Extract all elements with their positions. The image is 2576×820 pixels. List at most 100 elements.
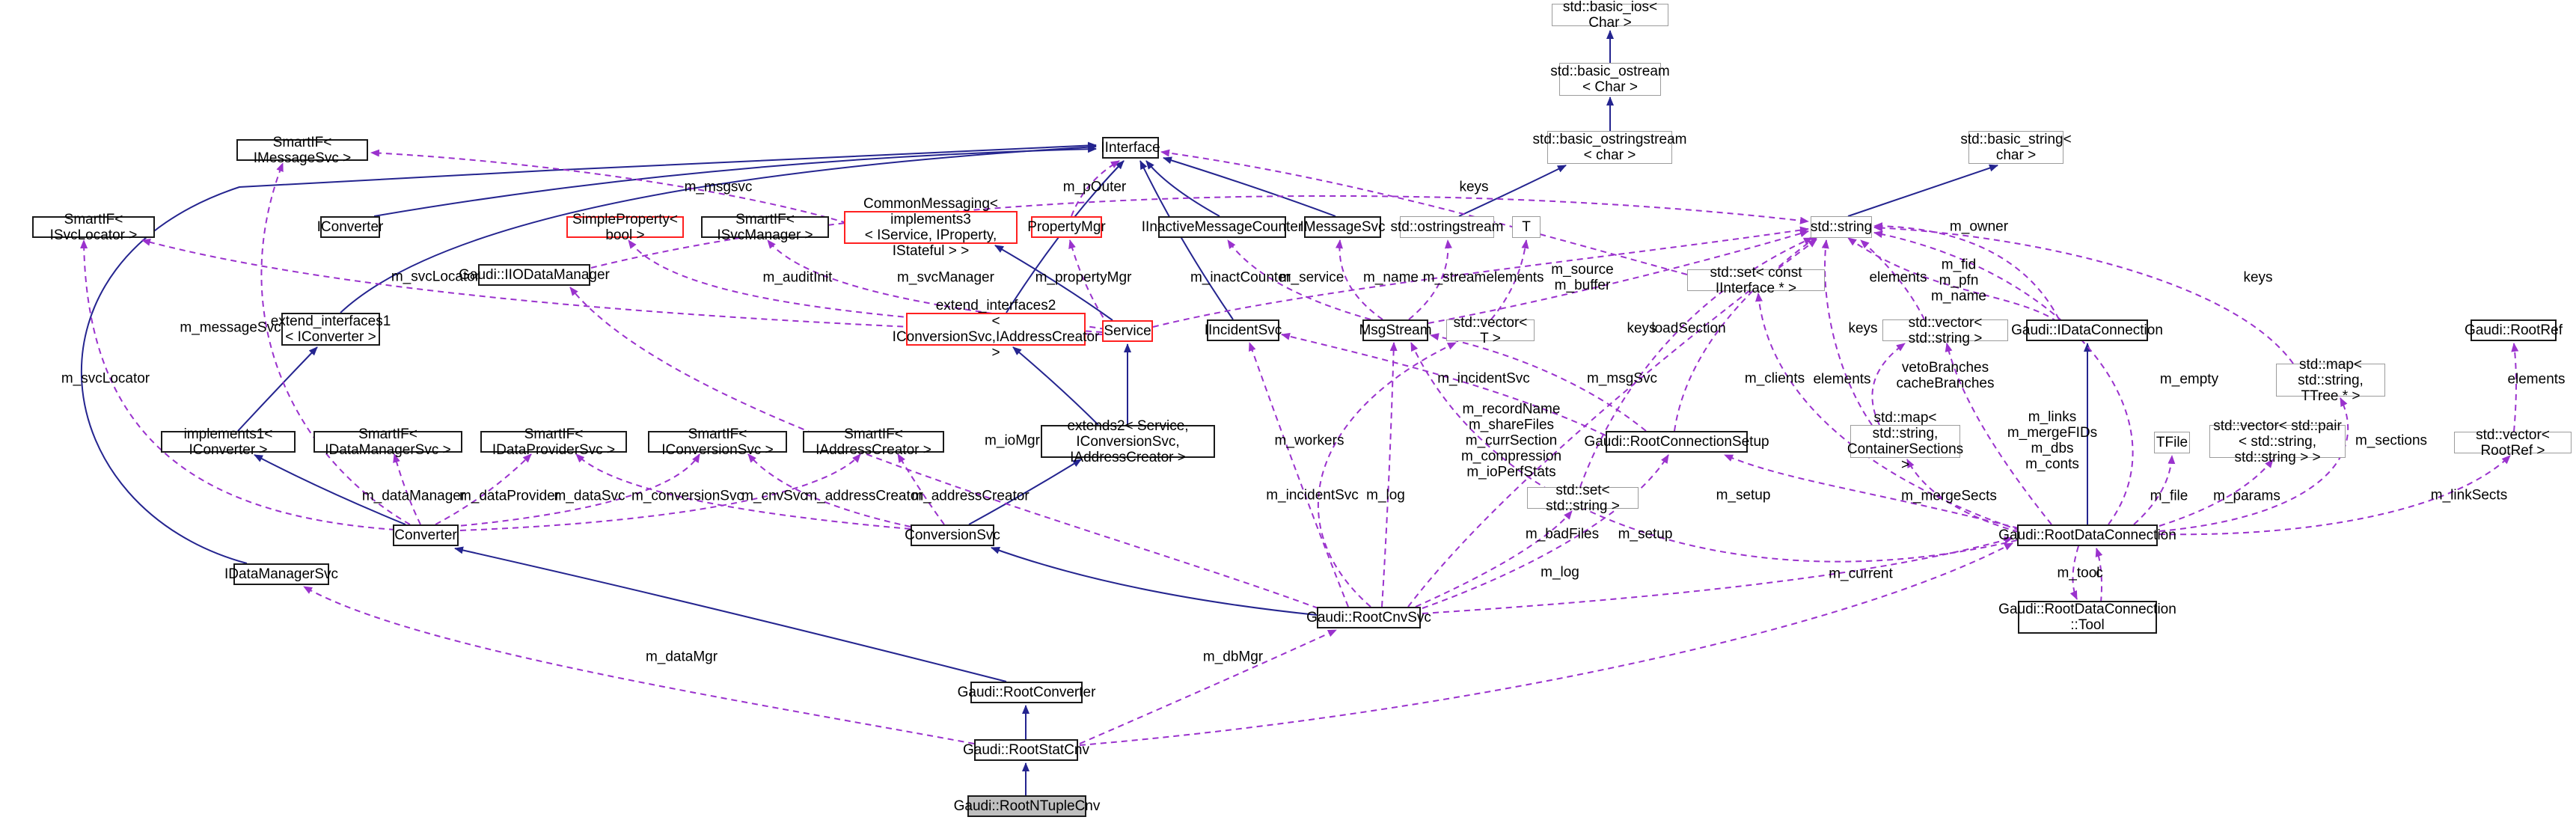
class-node-basic-ostringstream[interactable]: std::basic_ostringstream < char > <box>1532 131 1687 164</box>
class-node-vector-string[interactable]: std::vector< std::string > <box>1882 315 2008 346</box>
usage-edge <box>1068 239 1110 327</box>
edge-label: m_pOuter <box>1062 179 1127 195</box>
class-node-rootdataconnection-tool[interactable]: Gaudi::RootDataConnection ::Tool <box>1998 601 2176 634</box>
class-node-extend-interfaces1[interactable]: extend_interfaces1 < IConverter > <box>270 313 391 346</box>
class-node-rootcnvsvc[interactable]: Gaudi::RootCnvSvc <box>1306 607 1431 628</box>
edge-label: m_mergeSects <box>1901 488 1997 504</box>
usage-edge <box>1071 160 1120 217</box>
class-node-tfile[interactable]: TFile <box>2154 432 2190 453</box>
class-node-service[interactable]: Service <box>1102 320 1153 342</box>
inheritance-edge <box>1847 164 1998 217</box>
class-node-smartif-idatamanagersvc[interactable]: SmartIF< IDataManagerSvc > <box>313 426 462 458</box>
class-node-imessagesvc[interactable]: IMessageSvc <box>1300 216 1386 238</box>
class-node-set-string[interactable]: std::set< std::string > <box>1527 483 1639 514</box>
edge-label: m_dbMgr <box>1202 649 1264 665</box>
inheritance-edge <box>454 546 1007 682</box>
class-node-iincidentsvc[interactable]: IIncidentSvc <box>1205 319 1282 341</box>
class-node-msgstream[interactable]: MsgStream <box>1359 319 1432 341</box>
class-node-string[interactable]: std::string <box>1811 216 1872 238</box>
edge-label: vetoBranches cacheBranches <box>1896 360 1995 391</box>
inheritance-edge <box>254 454 406 525</box>
class-node-ostringstream[interactable]: std::ostringstream <box>1391 216 1504 238</box>
class-node-iinterface[interactable]: IInterface <box>1101 137 1160 159</box>
usage-edge <box>2159 459 2274 527</box>
class-node-vector-t[interactable]: std::vector< T > <box>1446 315 1535 346</box>
inheritance-edge <box>340 143 1097 313</box>
class-node-map-ttree[interactable]: std::map< std::string, TTree * > <box>2276 357 2385 404</box>
class-node-extends2[interactable]: extends2< Service, IConversionSvc, IAddr… <box>1041 418 1215 465</box>
edge-label: m_auditInit <box>762 269 833 286</box>
edge-label: elements <box>1869 269 1927 286</box>
usage-edge <box>1160 149 1688 275</box>
edge-label: m_svcLocator <box>61 370 150 387</box>
edge-label: m_fid m_pfn m_name <box>1931 257 1986 305</box>
usage-edge <box>1430 333 1647 432</box>
usage-edge <box>80 239 396 530</box>
class-node-iiodatamanager[interactable]: Gaudi::IIODataManager <box>459 264 610 286</box>
edge-label: keys <box>2243 269 2273 286</box>
usage-edge <box>575 453 911 530</box>
class-node-smartif-idataprovidersvc[interactable]: SmartIF< IDataProviderSvc > <box>480 426 627 458</box>
class-node-map-containersections[interactable]: std::map< std::string, ContainerSections… <box>1847 410 1964 473</box>
class-node-smartif-isvcmanager[interactable]: SmartIF< ISvcManager > <box>701 212 829 243</box>
edge-label: m_incidentSvc <box>1266 487 1359 504</box>
class-node-rootntuplecnv[interactable]: Gaudi::RootNTupleCnv <box>954 795 1100 817</box>
class-node-rootconnectionsetup[interactable]: Gaudi::RootConnectionSetup <box>1584 431 1769 453</box>
edge-label: keys <box>1459 179 1489 195</box>
inheritance-edge <box>991 547 1318 616</box>
class-node-conversionsvc[interactable]: ConversionSvc <box>905 524 1000 546</box>
inheritance-edge <box>373 145 1097 217</box>
class-node-simpleproperty-bool[interactable]: SimpleProperty< bool > <box>566 212 684 243</box>
class-node-iinactivemessagecounter[interactable]: IInactiveMessageCounter <box>1142 216 1303 238</box>
edge-label: m_dataManager <box>361 488 466 504</box>
class-node-rootref[interactable]: Gaudi::RootRef <box>2465 319 2563 341</box>
edge-label: m_ioMgr <box>985 432 1040 449</box>
usage-edge <box>1381 342 1398 608</box>
usage-edge <box>1873 222 2060 320</box>
edge-label: keys <box>1627 320 1656 337</box>
usage-edge <box>303 586 975 744</box>
class-node-basic-string[interactable]: std::basic_string< char > <box>1960 131 2072 164</box>
class-node-commonmessaging[interactable]: CommonMessaging< implements3 < IService,… <box>844 196 1018 259</box>
class-node-extend-interfaces2[interactable]: extend_interfaces2 < IConversionSvc,IAdd… <box>892 298 1100 361</box>
class-node-vector-pair[interactable]: std::vector< std::pair < std::string, st… <box>2209 418 2346 465</box>
class-node-t-param[interactable]: T <box>1512 216 1541 238</box>
class-node-propertymgr[interactable]: PropertyMgr <box>1027 216 1106 238</box>
inheritance-edge <box>80 141 1097 564</box>
usage-edge <box>1724 454 2019 529</box>
inheritance-edge <box>1012 346 1099 426</box>
usage-edge <box>459 453 861 531</box>
edge-label: elements <box>2507 371 2566 388</box>
inheritance-edge <box>237 346 318 432</box>
usage-edge <box>1579 237 1813 488</box>
usage-edge <box>1248 342 1349 608</box>
edge-label: m_stream <box>1422 269 1487 286</box>
edge-label: m_addressCreator <box>805 488 923 504</box>
class-node-rootstatcnv[interactable]: Gaudi::RootStatCnv <box>963 739 1089 761</box>
edge-label: m_linkSects <box>2430 487 2508 504</box>
class-node-smartif-isvclocator[interactable]: SmartIF< ISvcLocator > <box>32 212 155 243</box>
usage-edge <box>1674 235 1819 432</box>
class-node-converter[interactable]: Converter <box>393 524 459 546</box>
class-node-smartif-imessagesvc[interactable]: SmartIF< IMessageSvc > <box>236 135 368 166</box>
class-node-rootconverter[interactable]: Gaudi::RootConverter <box>958 682 1095 703</box>
class-node-idataconnection[interactable]: Gaudi::IDataConnection <box>2011 319 2163 341</box>
usage-edge <box>1873 224 2294 364</box>
edge-label: m_file <box>2150 488 2188 504</box>
class-node-smartif-iconversionsvc[interactable]: SmartIF< IConversionSvc > <box>648 426 787 458</box>
edge-label: m_name <box>1363 269 1419 286</box>
class-node-rootdataconnection[interactable]: Gaudi::RootDataConnection <box>1998 524 2176 546</box>
class-node-basic-ostream[interactable]: std::basic_ostream < Char > <box>1550 63 1670 96</box>
edge-label: m_incidentSvc <box>1437 370 1530 387</box>
class-node-implements1[interactable]: implements1< IConverter > <box>161 426 296 458</box>
class-node-idatamanagersvc[interactable]: IDataManagerSvc <box>224 563 338 585</box>
class-node-smartif-iaddresscreator[interactable]: SmartIF< IAddressCreator > <box>803 426 944 458</box>
class-node-iconverter[interactable]: IConverter <box>317 216 383 238</box>
class-node-set-iinterface[interactable]: std::set< const IInterface * > <box>1687 265 1825 296</box>
usage-edge <box>393 453 421 525</box>
usage-edge <box>1906 459 2019 533</box>
usage-edge <box>1079 629 1337 744</box>
class-node-basic-ios[interactable]: std::basic_ios< Char > <box>1552 0 1668 31</box>
class-node-vector-rootref[interactable]: std::vector< RootRef > <box>2454 427 2572 459</box>
